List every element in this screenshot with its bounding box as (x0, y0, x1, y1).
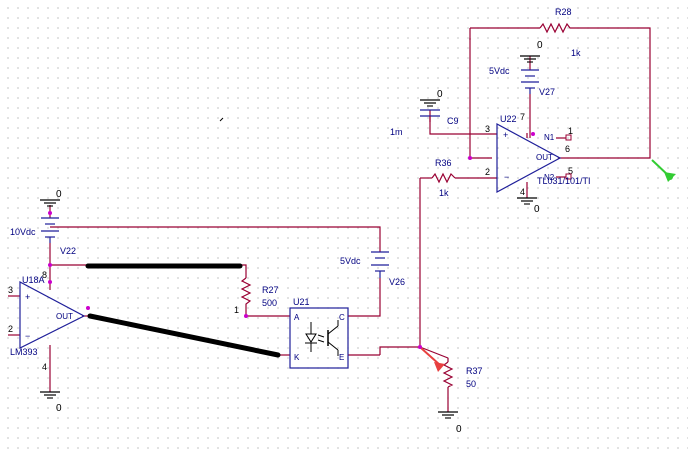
u22-ground-label: 0 (534, 204, 540, 215)
u22-pin1: 1 (568, 126, 573, 136)
u22-n2-label: N2 (544, 173, 555, 182)
r28-label: R28 (555, 7, 572, 17)
u18a-out-label: OUT (56, 312, 73, 321)
u22-pin7: 7 (520, 112, 525, 122)
u22-part: TL031/101/TI (537, 176, 591, 186)
u21-pin-e: E (339, 353, 344, 362)
u18-ground-label: 0 (56, 403, 62, 414)
stray-mark (219, 117, 224, 122)
source-v26[interactable]: 5Vdc V26 (340, 251, 405, 287)
u18a-part: LM393 (10, 347, 38, 357)
u21-pin-k: K (294, 353, 300, 362)
v26-label: V26 (389, 277, 405, 287)
u21-pin-c: C (339, 313, 345, 322)
source-v22[interactable]: 0 10Vdc V22 (10, 189, 76, 256)
u22-pin3: 3 (485, 124, 490, 134)
resistor-r27[interactable]: R27 500 1 (234, 277, 279, 315)
u22-pin2: 2 (485, 167, 490, 177)
r27-value: 500 (262, 298, 277, 308)
r27-pin1: 1 (234, 305, 239, 315)
u22-pin5: 5 (568, 166, 573, 176)
resistor-r36[interactable]: R36 1k (431, 158, 456, 198)
u21-pin-a: A (294, 313, 300, 322)
c9-label: C9 (447, 116, 459, 126)
capacitor-c9[interactable]: 0 C9 1m (390, 89, 459, 137)
resistor-r28[interactable]: R28 1k (539, 7, 581, 58)
r28-value: 1k (571, 48, 581, 58)
v27-ground-label: 0 (537, 40, 543, 51)
thick-wire-output[interactable] (87, 313, 281, 358)
wires (8, 27, 651, 412)
v27-value: 5Vdc (489, 66, 510, 76)
u22-pin6: 6 (565, 144, 570, 154)
u18-pin2: 2 (8, 324, 13, 334)
v27-label: V27 (539, 87, 555, 97)
comparator-u18a[interactable]: U18A LM393 3 2 8 4 + − OUT 0 (8, 270, 86, 414)
probe-marker-green[interactable] (651, 159, 676, 182)
v26-value: 5Vdc (340, 256, 361, 266)
probe-marker-red[interactable] (420, 347, 445, 372)
v22-value: 10Vdc (10, 227, 36, 237)
r37-label: R37 (466, 366, 483, 376)
opamp-u22[interactable]: U22 3 2 6 7 4 1 5 + − OUT N1 N2 TL031/10… (485, 112, 591, 215)
v22-label: V22 (60, 246, 76, 256)
u18-plus-sign: + (25, 292, 30, 302)
u22-plus-sign: + (503, 130, 508, 140)
r37-value: 50 (466, 379, 476, 389)
pin-dots (48, 132, 535, 349)
led-symbol (305, 322, 325, 352)
u22-pin4: 4 (520, 187, 525, 197)
v22-ground-label: 0 (56, 189, 62, 200)
r36-label: R36 (435, 158, 452, 168)
u18-pin4: 4 (42, 362, 47, 372)
u21-label: U21 (293, 297, 310, 307)
u22-label: U22 (500, 114, 517, 124)
source-v27[interactable]: 0 5Vdc V27 (489, 40, 555, 97)
r37-ground-label: 0 (456, 424, 462, 435)
resistor-r37[interactable]: R37 50 0 (437, 361, 483, 435)
c9-value: 1m (390, 127, 403, 137)
u18-pin8: 8 (42, 270, 47, 280)
phototransistor-symbol (327, 320, 339, 356)
u18-pin3: 3 (8, 285, 13, 295)
r27-label: R27 (262, 285, 279, 295)
u18a-label: U18A (22, 275, 45, 285)
r36-value: 1k (439, 188, 449, 198)
c9-ground-label: 0 (437, 89, 443, 100)
u18-minus-sign: − (25, 331, 30, 341)
u22-n1-label: N1 (544, 133, 555, 142)
u22-out-label: OUT (536, 153, 553, 162)
optocoupler-u21[interactable]: U21 A K C E (289, 297, 349, 369)
u22-minus-sign: − (504, 172, 509, 182)
